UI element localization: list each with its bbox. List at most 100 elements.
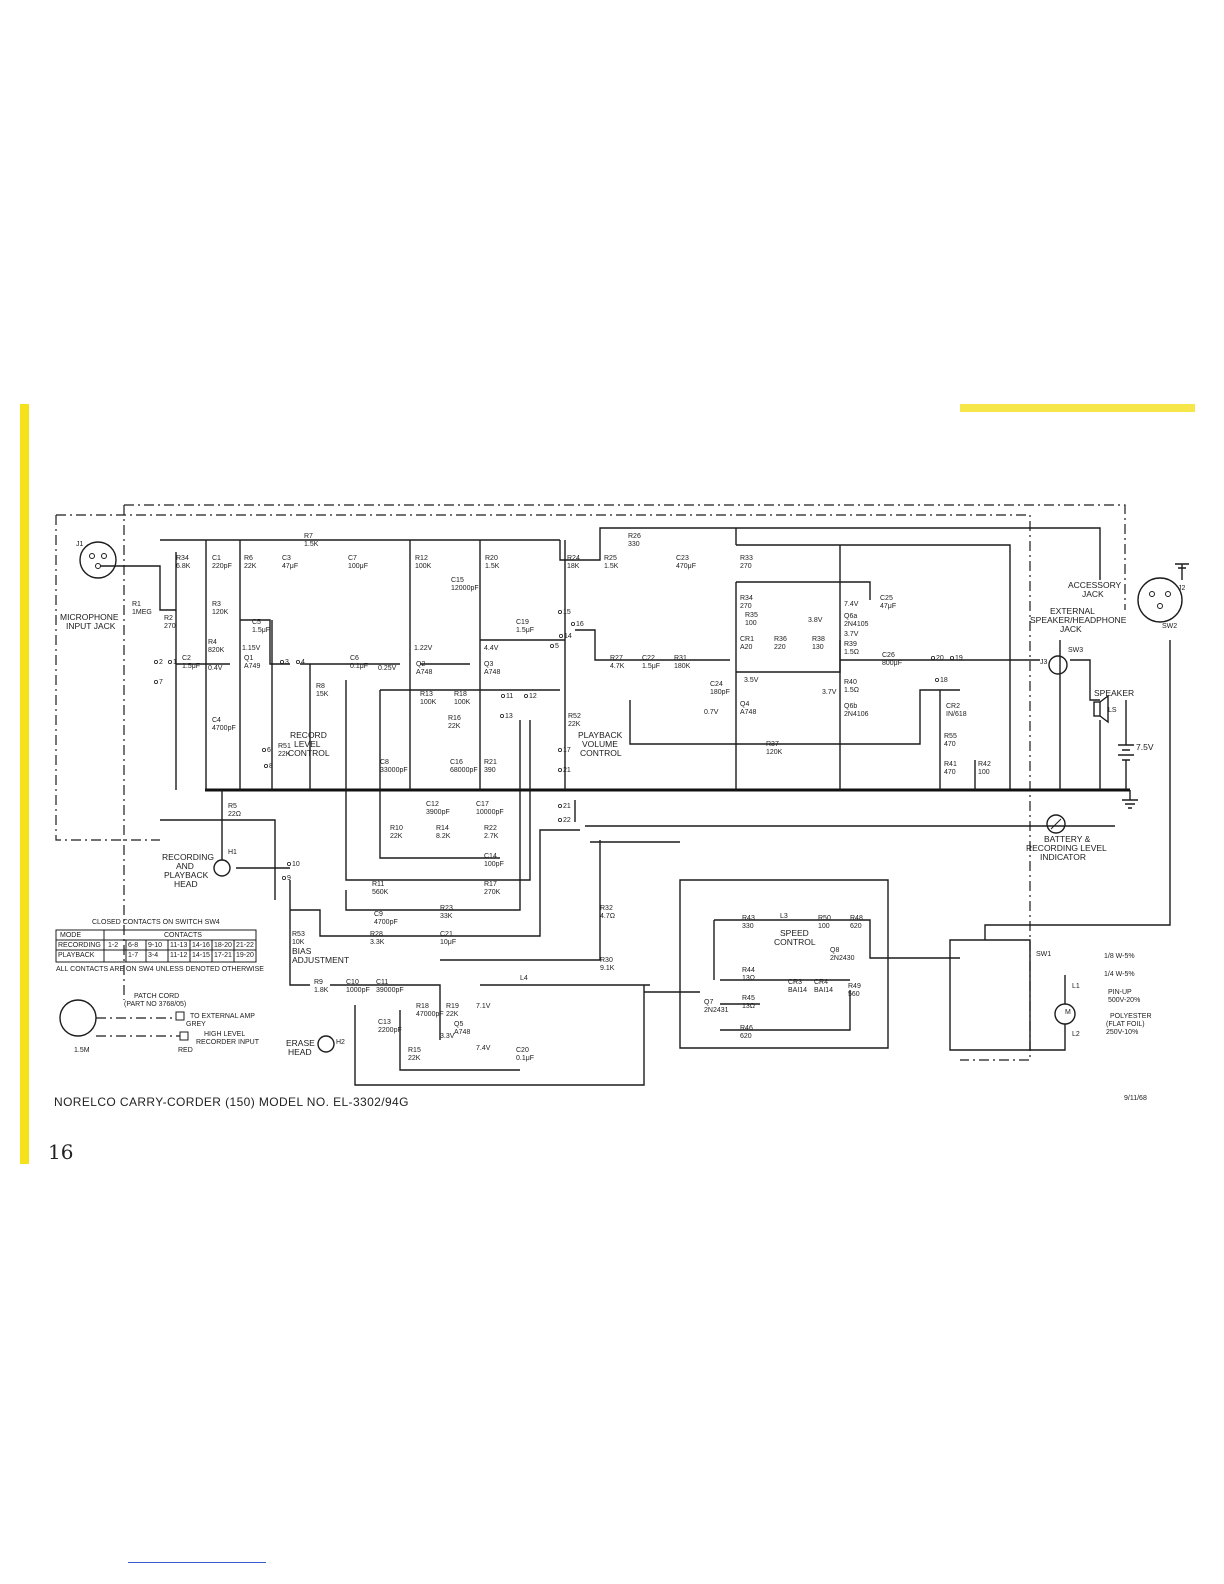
part-ref-l2: L2	[1072, 1031, 1080, 1038]
switch-contact-terminal	[558, 610, 563, 615]
switch-contact-terminal	[558, 748, 563, 753]
part-value-r17: 270K	[484, 889, 501, 896]
switch-contact-terminal	[295, 660, 300, 665]
voltage-label: 0.4V	[208, 665, 223, 672]
part-ref-q7: Q7	[704, 999, 713, 1006]
switch-contact-number: 21	[563, 767, 571, 774]
part-value-r9: 1.8K	[314, 987, 329, 994]
switch-contact-number: 22	[563, 817, 571, 824]
part-value-r31: 180K	[674, 663, 691, 670]
part-ref-c11: C11	[376, 979, 388, 986]
part-ref-r43: R43	[742, 915, 755, 922]
part-value-c14: 100pF	[484, 861, 504, 868]
voltage-label: 3.5V	[744, 677, 759, 684]
switch-table-cell: 17-21	[214, 952, 232, 959]
speaker-symbol	[1093, 694, 1109, 724]
switch-table-cell: 3-4	[148, 952, 158, 959]
part-value-c6: 0.1μF	[350, 663, 368, 670]
part-value-cr4: BAI14	[814, 987, 833, 994]
voltage-label: 1.15V	[242, 645, 261, 652]
part-value-q3: A748	[484, 669, 500, 676]
part-ref-q4: Q4	[740, 701, 749, 708]
part-value-r18: 100K	[454, 699, 471, 706]
part-ref-c9: C9	[374, 911, 383, 918]
switch-contact-number: 7	[159, 679, 163, 686]
switch-contact-terminal	[931, 656, 936, 661]
part-ref-c22: C22	[642, 655, 655, 662]
ext-speaker-label-3: JACK	[1060, 624, 1082, 634]
part-value-r13: 100K	[420, 699, 437, 706]
switch-contact-number: 6	[267, 747, 271, 754]
part-ref-c2: C2	[182, 655, 191, 662]
battery-symbol	[1118, 700, 1134, 790]
part-value-q6b: 2N4106	[844, 711, 869, 718]
switch-contact-terminal	[558, 804, 563, 809]
part-ref-r24: R24	[567, 555, 580, 562]
part-ref-cr2: CR2	[946, 703, 960, 710]
switch-contact-number: 14	[564, 633, 572, 640]
patch-cord-red: RED	[178, 1047, 193, 1054]
part-value-r7: 1.5K	[304, 541, 319, 548]
part-ref-c24: C24	[710, 681, 723, 688]
part-ref-r41: R41	[944, 761, 957, 768]
part-value-c13: 2200pF	[378, 1027, 402, 1034]
switch-table-header-mode: MODE	[60, 932, 81, 939]
part-ref-r30: R30	[600, 957, 613, 964]
part-ref-c12: C12	[426, 801, 439, 808]
record-level-label-1: RECORD	[290, 730, 327, 740]
record-level-label-3: CONTROL	[288, 748, 330, 758]
part-ref-r31: R31	[674, 655, 687, 662]
part-ref-c7: C7	[348, 555, 357, 562]
part-ref-q3: Q3	[484, 661, 493, 668]
part-ref-c19: C19	[516, 619, 529, 626]
switch-contact-terminal	[559, 634, 564, 639]
part-value-q8: 2N2430	[830, 955, 855, 962]
part-value-q2: A748	[416, 669, 432, 676]
patch-cord-labels: PATCH CORD (PART NO 3768/05) TO EXTERNAL…	[74, 993, 260, 1054]
switch-contact-number: 5	[555, 643, 559, 650]
switch-contact-terminal	[524, 694, 529, 699]
switch-table-cell: 18-20	[214, 942, 232, 949]
part-value-r45: 13Ω	[742, 1003, 755, 1010]
legend: 1/8 W-5% 1/4 W-5% PIN-UP 500V-20% POLYES…	[1104, 953, 1152, 1036]
switch-contact-number: 3	[285, 659, 289, 666]
part-ref-r42: R42	[978, 761, 991, 768]
part-value-r2: 270	[164, 623, 176, 630]
part-value-q1: A749	[244, 663, 260, 670]
switch-contact-number: 9	[287, 875, 291, 882]
part-ref-r3: R3	[212, 601, 221, 608]
part-value-r36: 220	[774, 644, 786, 651]
part-value-r39: 1.5Ω	[844, 649, 859, 656]
switch-contact-terminal	[550, 644, 555, 649]
switch-contact-terminal	[571, 622, 576, 627]
part-ref-c6: C6	[350, 655, 359, 662]
part-ref-r50: R50	[818, 915, 831, 922]
patch-cord-grey: GREY	[186, 1021, 206, 1028]
part-value-c5: 1.5μF	[252, 627, 270, 634]
switch-contact-terminal	[279, 660, 284, 665]
legend-poly-3: 250V-10%	[1106, 1029, 1138, 1036]
switch-contact-number: 8	[269, 763, 273, 770]
part-ref-h2: H2	[336, 1039, 345, 1046]
part-ref-r18: R18	[454, 691, 467, 698]
part-ref-r36: R36	[774, 636, 787, 643]
ext-speaker-label-2: SPEAKER/HEADPHONE	[1030, 615, 1127, 625]
part-value-r4: 820K	[208, 647, 225, 654]
supply-rails	[160, 527, 1101, 790]
part-ref-r35: R35	[745, 612, 758, 619]
part-ref-c25: C25	[880, 595, 893, 602]
switch-contact-number: 10	[292, 861, 300, 868]
battery-voltage-label: 7.5V	[1136, 742, 1154, 752]
erase-head-label-1: ERASE	[286, 1038, 315, 1048]
rec-head-label-2: AND	[176, 861, 194, 871]
part-value-r15: 22K	[408, 1055, 421, 1062]
part-value-c16: 68000pF	[450, 767, 478, 774]
part-value-c2: 1.5μF	[182, 663, 200, 670]
battery-label-2: RECORDING LEVEL	[1026, 843, 1107, 853]
part-ref-l4: L4	[520, 975, 528, 982]
part-ref-r46: R46	[740, 1025, 753, 1032]
part-value-r8: 15K	[316, 691, 329, 698]
switch-contact-number: 17	[563, 747, 571, 754]
